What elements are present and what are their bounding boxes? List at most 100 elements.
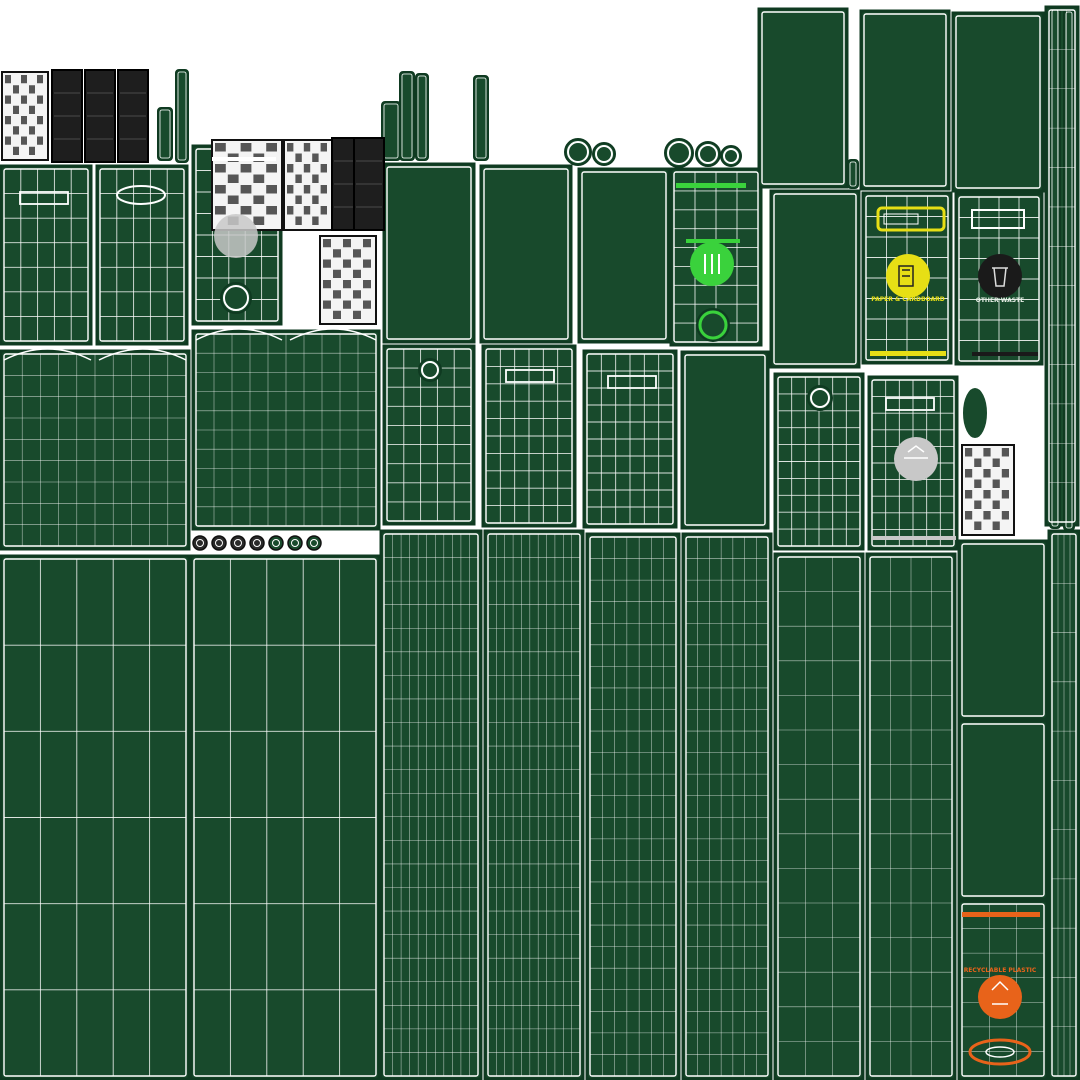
detail-cell [312,216,319,225]
plastic-recycling-icon [978,975,1022,1019]
detail-cell [227,195,239,204]
detail-cell [983,490,991,499]
oval-handle [116,185,166,205]
uv-panel [479,164,573,344]
ring-knob-inner [421,361,439,379]
small-knob-inner [272,539,280,547]
uv-panel-outline [581,171,667,340]
detail-cell [333,310,341,319]
gray-bin-label-panel [872,437,956,540]
detail-cell [343,280,351,289]
sliver [1049,7,1061,529]
detail-cell [303,185,311,194]
uv-scallop [3,348,92,361]
sliver-outline [1065,11,1073,529]
uv-panel [577,167,671,344]
ring-knob-inner [723,148,739,164]
detail-cell [353,310,361,319]
sliver-outline [849,161,857,187]
sliver-outline [401,73,413,159]
detail-cell [965,469,973,478]
uv-details [1,69,1015,551]
ring-knob-inner [223,285,249,311]
detail-cell [1001,511,1009,520]
uv-panel-outline [99,168,185,342]
detail-cell [965,490,973,499]
ring-knob [664,138,694,168]
gray-emblem [214,214,258,258]
black-bin-label: OTHER WASTE [976,297,1025,304]
detail-cell [37,116,43,125]
uv-panel [680,350,770,530]
detail-cell [13,105,19,114]
detail-cell [992,458,1000,467]
uv-panels [0,5,1080,1080]
ring-knob [696,308,730,342]
uv-panel-outline [777,556,861,1077]
uv-panel-outline [383,533,479,1077]
yellow-bin-label: PAPER & CARDBOARD [871,296,944,303]
ring-knob-inner [698,144,718,164]
sliver [1063,9,1075,531]
detail-cell [983,469,991,478]
uv-panel [859,9,951,191]
uv-panel-outline [487,533,581,1077]
small-knob-inner [310,539,318,547]
uv-panel [951,11,1045,193]
detail-cell [266,143,277,152]
detail-cell [29,105,35,114]
uv-panel-outline [386,348,472,522]
uv-panel-outline [961,723,1045,897]
uv-panel-outline [955,15,1041,189]
trash-bin-icon [978,254,1022,298]
yellow-bin-label-panel: PAPER & CARDBOARD [870,206,946,356]
detail-cell [287,206,294,215]
uv-panel-outline [483,168,569,340]
detail-cell [21,136,27,145]
detail-cell [363,280,371,289]
ring-knob-inner [810,388,830,408]
detail-cell [363,300,371,309]
detail-cell [323,280,331,289]
sliver-outline [417,75,427,159]
detail-cell [363,259,371,268]
detail-cell [1001,490,1009,499]
sliver-outline [159,109,171,159]
detail-cell [974,521,982,530]
small-knob [268,535,284,551]
small-knob [306,535,322,551]
detail-cell [253,195,265,204]
detail-cell [287,164,294,173]
sliver [847,159,859,189]
detail-cell [320,185,327,194]
uv-panel [957,539,1049,721]
small-knob-inner [234,539,242,547]
detail-cell [320,143,327,152]
uv-panel [95,164,189,346]
detail-cell [333,290,341,299]
detail-cell [312,174,319,183]
uv-scallop [289,328,377,341]
detail-cell [343,239,351,248]
uv-scallop [98,348,187,361]
ring-knob [220,282,252,314]
latch-handle [607,375,657,389]
white-bar [212,157,276,161]
small-knob [192,535,208,551]
uv-panel-outline [761,11,845,185]
small-knob [287,535,303,551]
detail-cell [240,206,252,215]
detail-cell [295,216,302,225]
detail-cell [29,126,35,135]
ring-knob-inner [567,141,589,163]
detail-cell [37,75,43,84]
oval-handle [961,386,989,440]
detail-cell [215,143,226,152]
detail-cell [215,206,226,215]
detail-cell [287,185,294,194]
sliver-outline [177,71,187,161]
uv-panel [757,7,849,189]
small-knob-inner [291,539,299,547]
detail-cell [240,143,252,152]
